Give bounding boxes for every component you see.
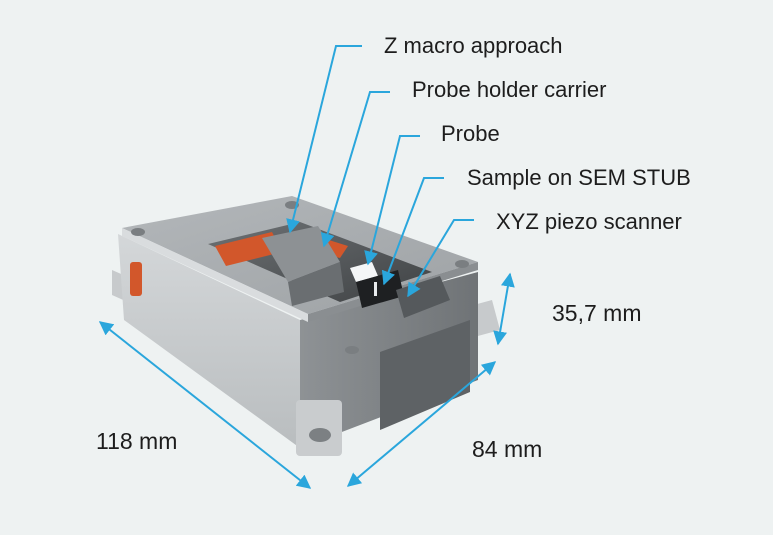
label-probe-holder-carrier: Probe holder carrier [412, 77, 607, 102]
screw [131, 228, 145, 236]
dimension-width: 84 mm [472, 436, 543, 462]
arrow-height [493, 272, 515, 346]
corner-foot [296, 400, 342, 456]
leader-sample-on-sem-stub [381, 177, 444, 286]
screw [345, 346, 359, 354]
leader-xyz-piezo-scanner [407, 219, 474, 298]
label-probe: Probe [441, 121, 500, 146]
label-sample-on-sem-stub: Sample on SEM STUB [467, 165, 691, 190]
probe-tip [350, 262, 378, 282]
dimension-arrows [98, 272, 515, 489]
screw [455, 260, 469, 268]
dimension-length: 118 mm [96, 428, 178, 454]
corner-screw [309, 428, 331, 442]
top-plate-edge [122, 228, 308, 322]
probe-holder-block [262, 226, 340, 282]
leader-z-macro-approach [286, 45, 362, 234]
arrow-length [98, 321, 312, 489]
arrow-width [346, 361, 497, 487]
dimension-height: 35,7 mm [552, 300, 642, 326]
label-z-macro-approach: Z macro approach [384, 33, 563, 58]
stage-device [112, 196, 500, 456]
leader-probe-holder-carrier [320, 91, 390, 248]
sample-mark [374, 282, 377, 296]
probe-holder-face [288, 262, 344, 306]
side-clip [130, 262, 142, 296]
label-xyz-piezo-scanner: XYZ piezo scanner [496, 209, 682, 234]
leader-probe [364, 135, 420, 266]
callout-leaders [286, 45, 474, 298]
